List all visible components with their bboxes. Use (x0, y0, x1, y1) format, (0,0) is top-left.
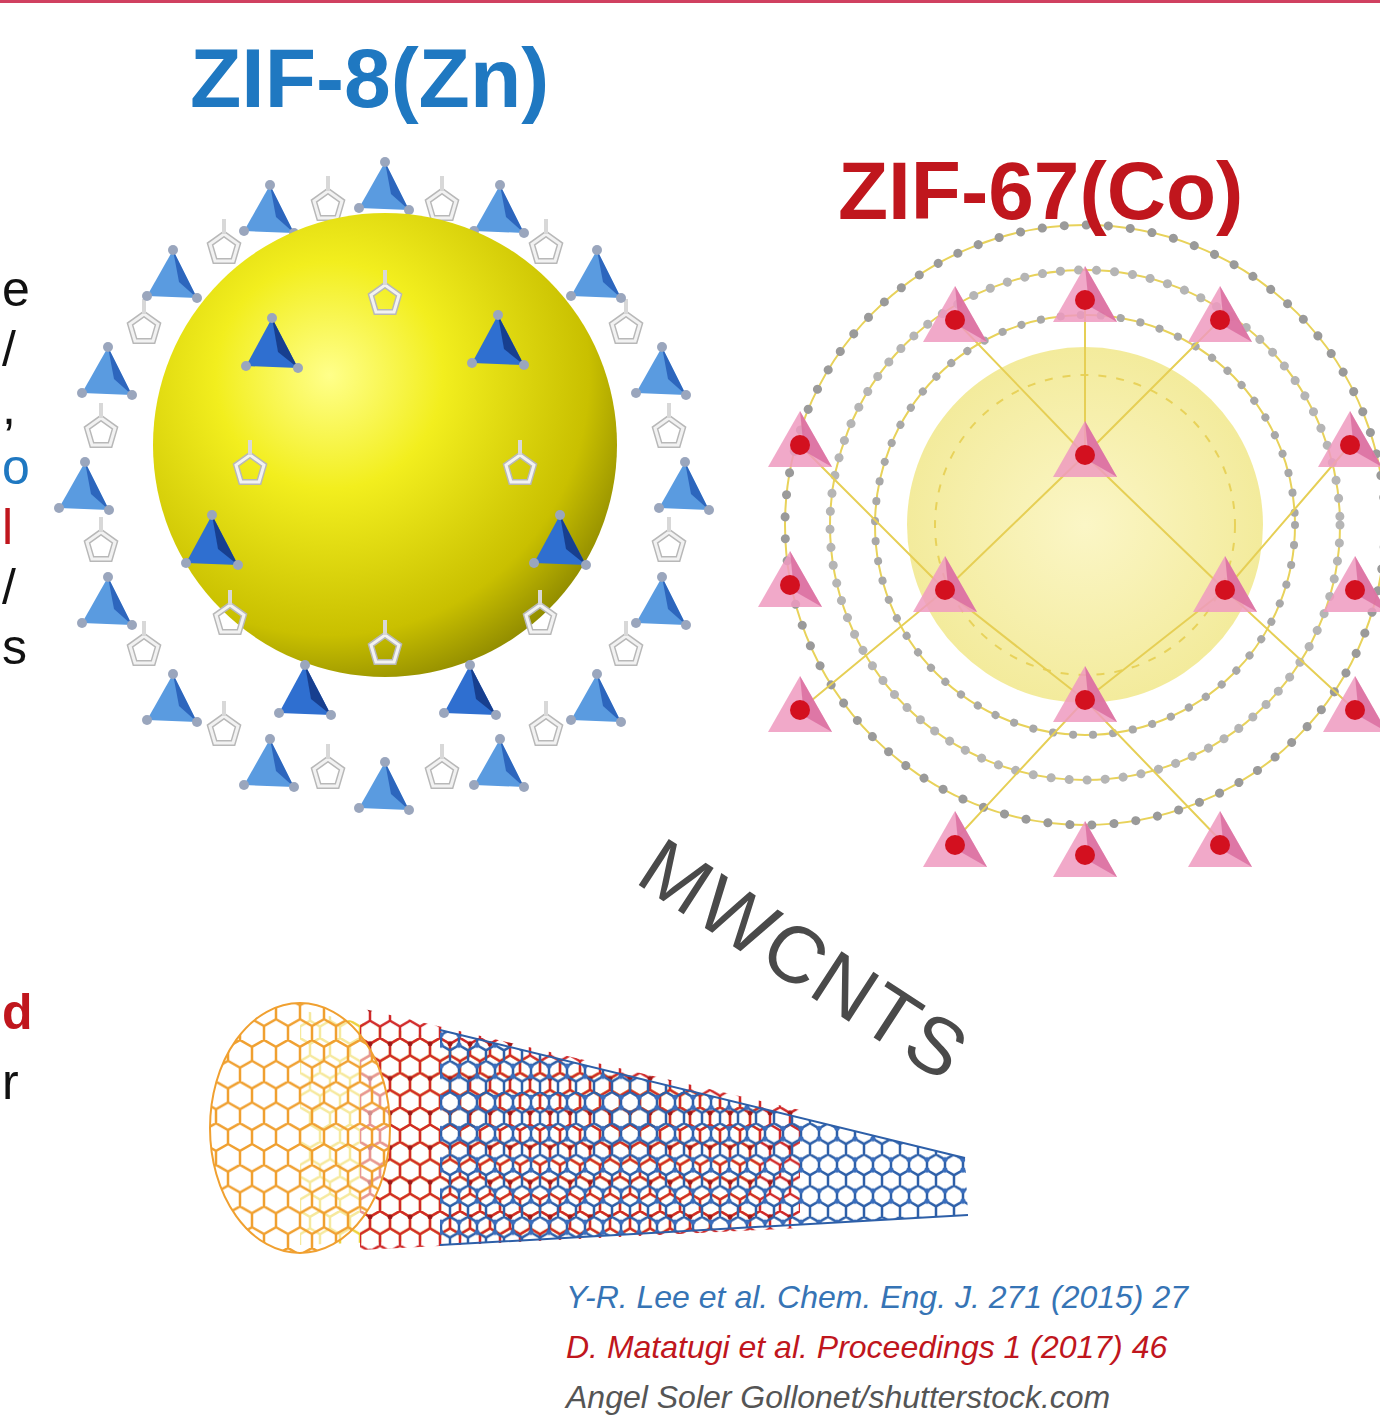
structure-title: ZIF-8(Zn) (190, 32, 549, 124)
cropped-text: s (2, 620, 27, 675)
reference: D. Matatugi et al. Proceedings 1 (2017) … (566, 1330, 1167, 1365)
zif8-structure (54, 157, 714, 815)
nanotube-label: MWCNTS (624, 822, 984, 1098)
structure-title: ZIF-67(Co) (838, 146, 1243, 236)
cropped-text: l (2, 500, 13, 555)
cropped-text: r (2, 1055, 19, 1110)
image-credit: Angel Soler Gollonet/shutterstock.com (566, 1380, 1110, 1415)
reference: Y-R. Lee et al. Chem. Eng. J. 271 (2015)… (566, 1280, 1188, 1315)
cropped-text: o (2, 440, 30, 495)
cropped-text: e (2, 262, 30, 317)
top-rule (0, 0, 1380, 3)
cropped-text: , (2, 380, 16, 435)
cropped-text: / (2, 560, 16, 615)
cropped-text: / (2, 322, 16, 377)
zif67-structure (758, 225, 1380, 877)
cropped-text: d (2, 985, 33, 1040)
